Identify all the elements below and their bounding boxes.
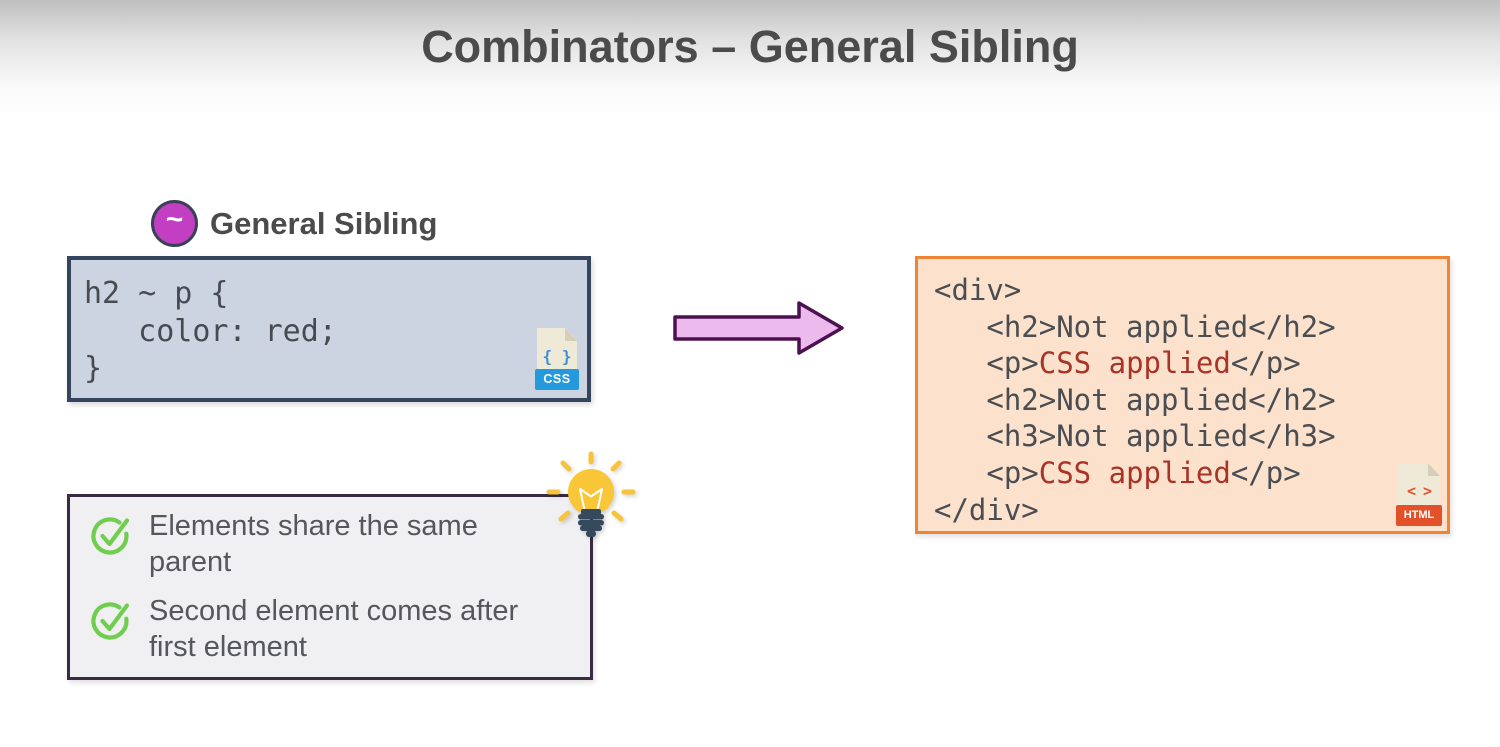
css-code-line: } (84, 351, 103, 386)
note-item: Second element comes after first element (89, 593, 590, 665)
css-code-box: h2 ~ p { color: red; } { } CSS (67, 256, 591, 402)
html-file-icon: < > HTML (1396, 463, 1442, 526)
check-icon (91, 517, 130, 555)
css-file-icon: { } CSS (535, 328, 579, 390)
html-file-label: HTML (1396, 505, 1442, 526)
code-text: <p> (934, 455, 1039, 490)
notes-box: Elements share the same parent Second el… (67, 494, 593, 680)
sibling-badge-label: General Sibling (210, 205, 438, 241)
html-code: <div> <h2>Not applied</h2> <p>CSS applie… (918, 259, 1447, 528)
note-item: Elements share the same parent (89, 508, 590, 580)
code-text: <p> (934, 346, 1039, 381)
note-text: Second element comes after first element (149, 595, 519, 663)
html-code-line: <p>CSS applied</p> (934, 345, 1447, 382)
code-text: <div> (934, 273, 1022, 307)
lightbulb-icon (546, 451, 636, 537)
code-text: <h3>Not applied</h3> (934, 419, 1336, 454)
html-code-line: </div> (934, 492, 1447, 529)
right-arrow-icon (673, 301, 844, 355)
code-text: <h2>Not applied</h2> (934, 382, 1336, 417)
braces-icon: { } (542, 347, 572, 366)
note-text: Elements share the same parent (149, 510, 478, 578)
html-code-line: <h2>Not applied</h2> (934, 382, 1447, 419)
top-gradient (0, 0, 1500, 118)
code-text: </div> (934, 492, 1039, 527)
css-applied-text: CSS applied (1038, 346, 1231, 381)
css-file-label: CSS (535, 369, 579, 390)
html-code-line: <div> (934, 272, 1447, 309)
code-text: <h2>Not applied</h2> (934, 309, 1336, 344)
css-code: h2 ~ p { color: red; } (71, 260, 587, 388)
code-text: </p> (1230, 346, 1301, 381)
page-title: Combinators – General Sibling (421, 21, 1079, 72)
css-applied-text: CSS applied (1038, 455, 1231, 490)
code-text: </p> (1230, 455, 1301, 490)
angle-brackets-icon: < > (1406, 482, 1432, 500)
sibling-badge: ~ General Sibling (151, 200, 437, 247)
css-code-line: h2 ~ p { (84, 276, 229, 311)
html-code-line: <h3>Not applied</h3> (934, 418, 1447, 455)
check-icon (91, 602, 130, 640)
html-code-line: <h2>Not applied</h2> (934, 309, 1447, 346)
html-code-line: <p>CSS applied</p> (934, 455, 1447, 492)
tilde-icon: ~ (151, 200, 198, 247)
html-code-box: <div> <h2>Not applied</h2> <p>CSS applie… (915, 256, 1450, 534)
css-code-line: color: red; (84, 313, 337, 349)
